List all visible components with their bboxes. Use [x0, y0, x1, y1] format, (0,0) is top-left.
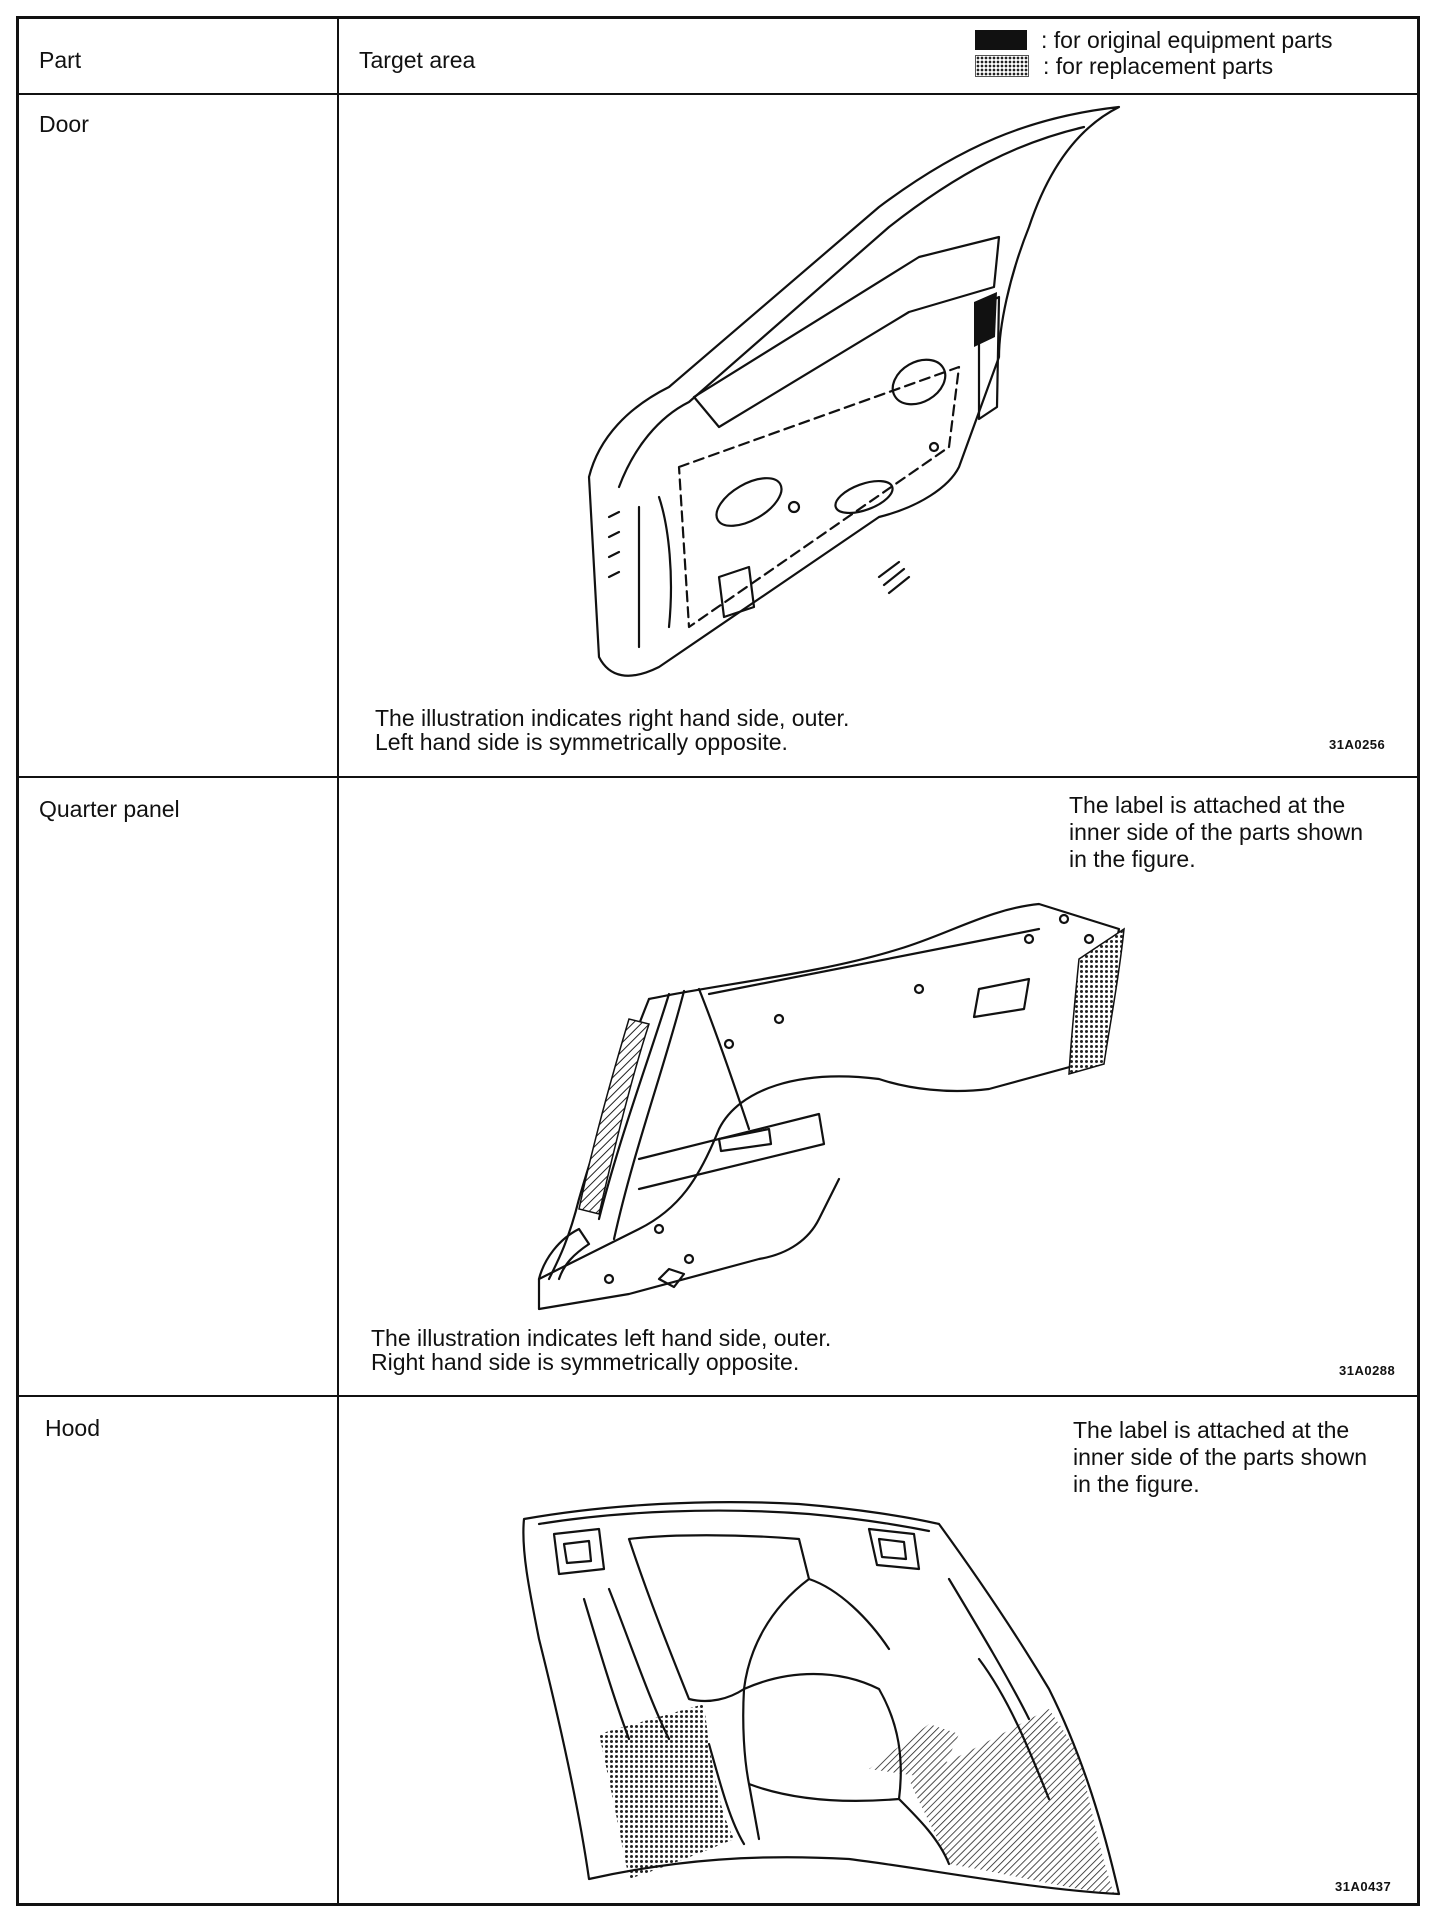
part-name-hood: Hood	[45, 1415, 100, 1441]
header-target-label: Target area	[359, 47, 476, 73]
header-divider	[19, 93, 1417, 95]
hood-illustration	[522, 1501, 1121, 1896]
row-divider-2	[19, 1395, 1417, 1397]
header-part-label: Part	[39, 47, 82, 73]
legend-solid-swatch	[975, 30, 1027, 50]
legend-dotted-swatch	[975, 55, 1029, 77]
row-divider-1	[19, 776, 1417, 778]
hood-note-line-3: in the figure.	[1073, 1471, 1200, 1497]
hood-note-line-2: inner side of the parts shown	[1073, 1444, 1368, 1470]
door-illustration	[587, 105, 1121, 677]
parts-table: Part Target area : for original equipmen…	[16, 16, 1420, 1906]
hood-figure-code: 31A0437	[1335, 1879, 1392, 1894]
part-name-quarter-panel: Quarter panel	[39, 796, 180, 822]
door-figure-code: 31A0256	[1329, 737, 1386, 752]
legend-item-replacement: : for replacement parts	[975, 53, 1273, 79]
legend-item-original: : for original equipment parts	[975, 27, 1333, 53]
quarter-panel-illustration	[537, 902, 1125, 1311]
hood-note-line-1: The label is attached at the	[1073, 1417, 1350, 1443]
door-caption-line-1: The illustration indicates right hand si…	[375, 705, 850, 731]
door-caption-line-2: Left hand side is symmetrically opposite…	[375, 729, 788, 755]
quarter-note-line-2: inner side of the parts shown	[1069, 819, 1364, 845]
quarter-figure-code: 31A0288	[1339, 1363, 1396, 1378]
quarter-note-line-3: in the figure.	[1069, 846, 1196, 872]
legend-original-label: : for original equipment parts	[1041, 27, 1333, 53]
quarter-note-line-1: The label is attached at the	[1069, 792, 1346, 818]
quarter-caption-line-1: The illustration indicates left hand sid…	[371, 1325, 832, 1351]
part-name-door: Door	[39, 111, 89, 137]
legend-replacement-label: : for replacement parts	[1043, 53, 1274, 79]
quarter-caption-line-2: Right hand side is symmetrically opposit…	[371, 1349, 800, 1375]
column-divider	[337, 19, 339, 1903]
